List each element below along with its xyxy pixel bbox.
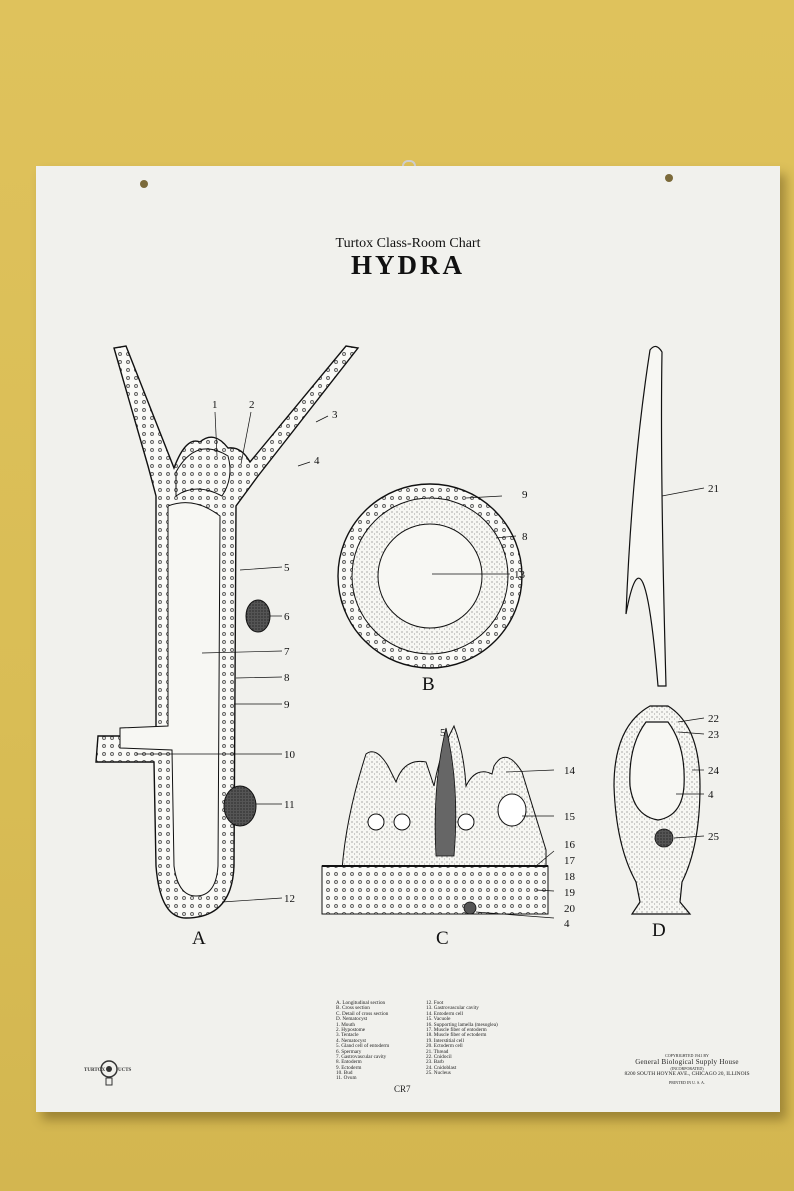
- hydra-wall-chart: Turtox Class-Room Chart HYDRA: [36, 166, 780, 1112]
- legend-column-2: 12. Foot 13. Gastrovascular cavity 14. E…: [426, 1000, 498, 1077]
- legend-item: 6. Spermary: [336, 1048, 362, 1055]
- hanging-hole-left: [140, 180, 148, 188]
- callout-c-4: 4: [564, 918, 570, 930]
- callout-d-21: 21: [708, 483, 719, 495]
- callout-a-5: 5: [284, 562, 290, 574]
- callout-a-12: 12: [284, 893, 295, 905]
- legend-item: 20. Ectoderm cell: [426, 1043, 463, 1050]
- callout-c-17: 17: [564, 855, 576, 867]
- callout-a-9: 9: [284, 699, 290, 711]
- callout-d-23: 23: [708, 729, 720, 741]
- legend-item: 13. Gastrovascular cavity: [426, 1005, 479, 1012]
- figure-label-a: A: [192, 928, 206, 949]
- callout-d-24: 24: [708, 765, 720, 777]
- publisher-name: General Biological Supply House: [635, 1058, 739, 1066]
- callout-a-10: 10: [284, 749, 296, 761]
- legend-item: 16. Supporting lamella (mesoglea): [426, 1021, 498, 1028]
- callout-a-11: 11: [284, 799, 295, 811]
- legend-item: 10. Bud: [336, 1070, 353, 1077]
- figure-d-callouts: 21 22 23 24 4 25: [708, 483, 720, 843]
- printed-line: PRINTED IN U. S. A.: [669, 1080, 705, 1085]
- legend-item: 1. Mouth: [336, 1021, 356, 1028]
- figure-c-detail: [321, 724, 555, 919]
- legend-item: 23. Barb: [426, 1059, 444, 1066]
- callout-a-2: 2: [249, 399, 255, 411]
- callout-a-4: 4: [314, 455, 320, 467]
- legend-item: 7. Gastrovascular cavity: [336, 1053, 387, 1060]
- callout-b-9: 9: [522, 489, 528, 501]
- callout-a-6: 6: [284, 611, 290, 623]
- callout-c-14: 14: [564, 765, 576, 777]
- callout-c-18: 18: [564, 871, 576, 883]
- logo-text-right: UCTS: [118, 1068, 132, 1073]
- legend-item: 14. Entoderm cell: [426, 1010, 464, 1017]
- legend-item: 5. Gland cell of entoderm: [336, 1043, 390, 1050]
- chart-code: CR7: [394, 1084, 411, 1094]
- figure-label-b: B: [422, 674, 435, 695]
- copyright-line: COPYRIGHTED 1941 BY: [665, 1053, 709, 1058]
- figure-c-callouts: 5 14 15 16 17 18 19 20 4: [440, 727, 576, 930]
- logo-text-left: TURTOX: [84, 1068, 106, 1073]
- legend-item: 25. Nucleus: [426, 1070, 451, 1077]
- publisher-incorporated: (INCORPORATED): [670, 1066, 704, 1071]
- turtox-logo-icon: [100, 1060, 118, 1086]
- figure-label-d: D: [652, 920, 666, 941]
- legend-item: 19. Interstitial cell: [426, 1037, 464, 1044]
- legend-column-1: A. Longitudinal section B. Cross section…: [336, 1000, 390, 1082]
- callout-c-20: 20: [564, 903, 576, 915]
- legend-item: B. Cross section: [336, 1005, 370, 1012]
- legend-item: A. Longitudinal section: [336, 1000, 386, 1006]
- hydra-illustrations: 1 2 3 4 5 6 7 8 9 10 11 12 9 8 13: [95, 345, 720, 930]
- callout-a-3: 3: [332, 409, 338, 421]
- legend-item: 18. Muscle fiber of ectoderm: [426, 1032, 487, 1039]
- legend-item: 12. Foot: [426, 1000, 444, 1006]
- legend-item: 9. Ectoderm: [336, 1064, 362, 1071]
- callout-d-4: 4: [708, 789, 714, 801]
- legend-item: 17. Muscle fiber of entoderm: [426, 1026, 487, 1033]
- legend-item: 3. Tentacle: [336, 1032, 359, 1039]
- callout-c-16: 16: [564, 839, 576, 851]
- figure-a-longitudinal-section: [95, 345, 360, 919]
- chart-title: HYDRA: [351, 250, 465, 280]
- legend-item: D. Nematocyst: [336, 1016, 368, 1023]
- callout-b-8: 8: [522, 531, 528, 543]
- hanging-hole-right: [665, 174, 673, 182]
- legend-item: 15. Vacuole: [426, 1016, 451, 1023]
- legend-item: 24. Cnidoblast: [426, 1064, 457, 1071]
- callout-c-15: 15: [564, 811, 576, 823]
- callout-a-7: 7: [284, 646, 290, 658]
- publisher-block: COPYRIGHTED 1941 BY General Biological S…: [602, 1053, 772, 1085]
- callout-c-19: 19: [564, 887, 576, 899]
- legend-item: 21. Thread: [426, 1048, 449, 1055]
- figure-label-c: C: [436, 928, 449, 949]
- figure-b-cross-section: [337, 483, 523, 669]
- callout-b-13: 13: [514, 569, 526, 581]
- callout-d-22: 22: [708, 713, 719, 725]
- publisher-address: 8200 SOUTH HOYNE AVE., CHICAGO 20, ILLIN…: [624, 1071, 750, 1077]
- legend-item: 11. Ovum: [336, 1075, 357, 1082]
- callout-a-1: 1: [212, 399, 218, 411]
- legend-item: 22. Cnidocil: [426, 1053, 452, 1060]
- figure-b-callouts: 9 8 13: [514, 489, 528, 581]
- figure-a-callouts: 1 2 3 4 5 6 7 8 9 10 11 12: [212, 399, 338, 905]
- callout-a-8: 8: [284, 672, 290, 684]
- legend-item: 8. Entoderm: [336, 1059, 362, 1066]
- figure-d-nematocyst: [613, 345, 705, 915]
- legend-item: 4. Nematocyst: [336, 1037, 366, 1044]
- legend-item: 2. Hypostome: [336, 1026, 366, 1033]
- callout-d-25: 25: [708, 831, 720, 843]
- legend-item: C. Detail of cross section: [336, 1010, 389, 1017]
- turtox-logo: TURTOX UCTS: [84, 1056, 134, 1086]
- chart-subtitle: Turtox Class-Room Chart: [335, 236, 481, 251]
- callout-c-5: 5: [440, 727, 446, 739]
